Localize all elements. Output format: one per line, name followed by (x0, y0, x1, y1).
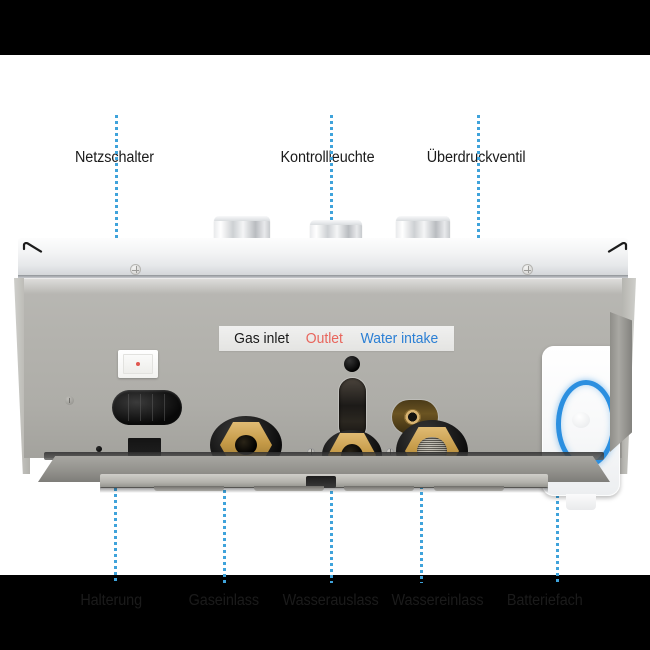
port-label-water-intake: Water intake (360, 330, 439, 347)
mount-hook-left-icon (22, 242, 44, 258)
product-photo-plate: Netzschalter Kontrollleuchte Überdruckve… (0, 55, 650, 609)
right-side-shell (610, 312, 632, 452)
port-label-gas-inlet: Gas inlet (234, 330, 290, 347)
bracket-foot-3 (344, 486, 414, 491)
exhaust-vent-opening (112, 390, 182, 425)
small-hole (96, 446, 102, 452)
device-top-cover (18, 238, 628, 278)
top-screw-right (522, 264, 533, 275)
callout-label-kontrollleuchte: Kontrollleuchte (280, 149, 375, 166)
top-screw-left (130, 264, 141, 275)
power-switch-indicator-icon (136, 362, 140, 366)
leader-line-kontrollleuchte (330, 115, 333, 270)
callout-label-netzschalter: Netzschalter (75, 149, 154, 167)
leader-line-halterung-vertical (114, 458, 117, 583)
callout-label-ueberdruckventil: Überdruckventil (427, 149, 526, 167)
bracket-foot-4 (434, 486, 504, 491)
leader-line-ueberdruckventil-vertical (477, 115, 480, 328)
port-label-outlet: Outlet (306, 330, 344, 347)
left-panel-dimple (65, 396, 74, 405)
callout-label-halterung: Halterung (80, 592, 142, 609)
callout-label-batteriefach: Batteriefach (506, 592, 583, 609)
pressure-relief-valve-port (404, 409, 421, 425)
center-recess-slot (339, 378, 366, 440)
front-panel: Gas inlet Outlet Water intake (24, 278, 622, 510)
water-heater-device: Gas inlet Outlet Water intake (14, 216, 636, 510)
callout-label-gaseinlass: Gaseinlass (188, 592, 260, 609)
callout-label-wassereinlass: Wassereinlass (391, 592, 484, 609)
battery-cover-latch[interactable] (566, 494, 596, 510)
control-indicator-light (344, 356, 360, 372)
port-label-strip: Gas inlet Outlet Water intake (219, 326, 454, 351)
mounting-bracket-tab (306, 476, 336, 488)
leader-line-netzschalter (115, 115, 118, 270)
mount-hook-right-icon (606, 242, 628, 258)
bracket-foot-2 (254, 486, 324, 491)
leader-line-wasserauslass (330, 395, 333, 583)
battery-cover-bump (572, 412, 590, 428)
bracket-foot-1 (154, 486, 224, 491)
power-switch[interactable] (118, 350, 158, 378)
callout-label-wasserauslass: Wasserauslass (282, 592, 379, 609)
